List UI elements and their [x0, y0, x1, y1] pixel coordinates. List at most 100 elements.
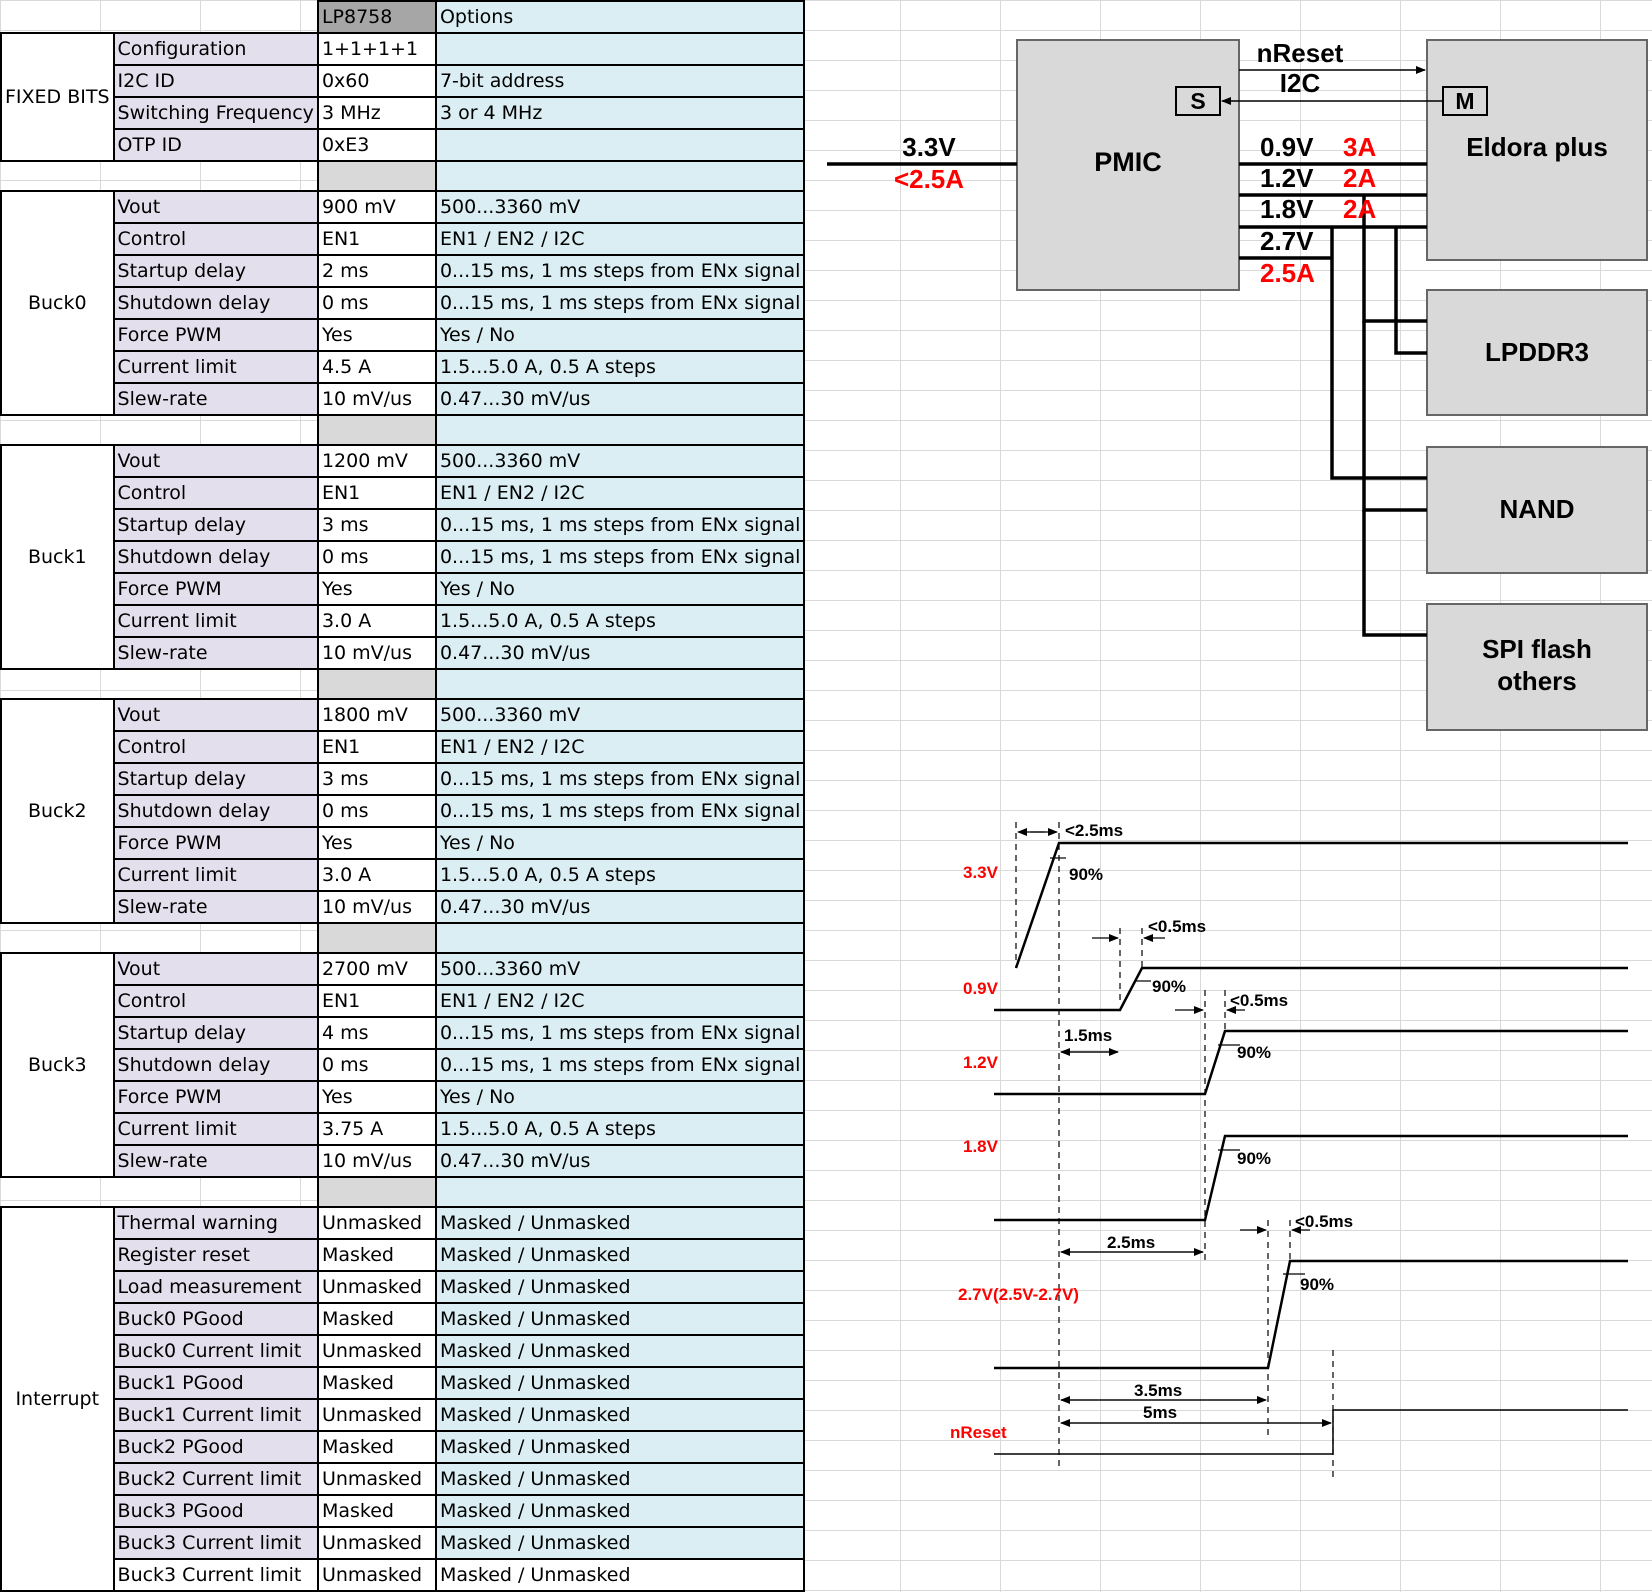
param-value[interactable]: Unmasked: [316, 1526, 437, 1560]
param-label[interactable]: Buck0 PGood: [112, 1302, 319, 1336]
param-label[interactable]: Register reset: [112, 1238, 319, 1272]
param-value[interactable]: Yes: [316, 1080, 437, 1114]
param-options[interactable]: Masked / Unmasked: [434, 1270, 806, 1304]
header-chip[interactable]: LP8758: [316, 0, 437, 34]
param-label[interactable]: Slew-rate: [112, 382, 319, 416]
param-value[interactable]: EN1: [316, 222, 437, 256]
param-options[interactable]: EN1 / EN2 / I2C: [434, 222, 806, 256]
param-label[interactable]: Startup delay: [112, 254, 319, 288]
param-value[interactable]: Unmasked: [316, 1334, 437, 1368]
param-label[interactable]: Startup delay: [112, 762, 319, 796]
param-value[interactable]: EN1: [316, 730, 437, 764]
param-value[interactable]: Masked: [316, 1366, 437, 1400]
param-value[interactable]: 3.75 A: [316, 1112, 437, 1146]
group-label[interactable]: Buck1: [0, 444, 115, 670]
param-label[interactable]: Vout: [112, 444, 319, 478]
param-label[interactable]: Force PWM: [112, 318, 319, 352]
param-label[interactable]: Shutdown delay: [112, 286, 319, 320]
param-options[interactable]: 7-bit address: [434, 64, 806, 98]
group-label[interactable]: FIXED BITS: [0, 32, 115, 162]
param-options[interactable]: 0.47...30 mV/us: [434, 636, 806, 670]
param-label[interactable]: Switching Frequency: [112, 96, 319, 130]
param-value[interactable]: 3.0 A: [316, 604, 437, 638]
param-value[interactable]: Unmasked: [316, 1270, 437, 1304]
param-label[interactable]: Slew-rate: [112, 1144, 319, 1178]
param-options[interactable]: 0.47...30 mV/us: [434, 382, 806, 416]
param-value[interactable]: 1800 mV: [316, 698, 437, 732]
param-options[interactable]: Masked / Unmasked: [434, 1462, 806, 1496]
param-label[interactable]: Current limit: [112, 604, 319, 638]
param-value[interactable]: 2700 mV: [316, 952, 437, 986]
param-options[interactable]: 1.5...5.0 A, 0.5 A steps: [434, 604, 806, 638]
param-label[interactable]: Slew-rate: [112, 636, 319, 670]
param-value[interactable]: EN1: [316, 984, 437, 1018]
param-options[interactable]: Masked / Unmasked: [434, 1558, 806, 1592]
param-label[interactable]: Buck2 PGood: [112, 1430, 319, 1464]
param-options[interactable]: 0...15 ms, 1 ms steps from ENx signal: [434, 286, 806, 320]
param-options[interactable]: 0...15 ms, 1 ms steps from ENx signal: [434, 762, 806, 796]
param-options[interactable]: 0...15 ms, 1 ms steps from ENx signal: [434, 540, 806, 574]
param-value[interactable]: 0x60: [316, 64, 437, 98]
param-options[interactable]: 0...15 ms, 1 ms steps from ENx signal: [434, 254, 806, 288]
param-options[interactable]: 0.47...30 mV/us: [434, 890, 806, 924]
param-options[interactable]: EN1 / EN2 / I2C: [434, 476, 806, 510]
param-label[interactable]: Force PWM: [112, 1080, 319, 1114]
param-value[interactable]: Yes: [316, 826, 437, 860]
param-options[interactable]: Masked / Unmasked: [434, 1302, 806, 1336]
param-options[interactable]: [434, 32, 806, 66]
param-label[interactable]: Vout: [112, 190, 319, 224]
param-value[interactable]: 1200 mV: [316, 444, 437, 478]
param-label[interactable]: Shutdown delay: [112, 794, 319, 828]
param-value[interactable]: Yes: [316, 572, 437, 606]
param-value[interactable]: 1+1+1+1: [316, 32, 437, 66]
group-label[interactable]: Buck3: [0, 952, 115, 1178]
param-value[interactable]: 10 mV/us: [316, 890, 437, 924]
param-options[interactable]: Masked / Unmasked: [434, 1366, 806, 1400]
param-options[interactable]: 0...15 ms, 1 ms steps from ENx signal: [434, 1016, 806, 1050]
param-label[interactable]: Current limit: [112, 858, 319, 892]
param-value[interactable]: 3 ms: [316, 762, 437, 796]
param-label[interactable]: Buck2 Current limit: [112, 1462, 319, 1496]
param-value[interactable]: 0xE3: [316, 128, 437, 162]
param-options[interactable]: Yes / No: [434, 318, 806, 352]
param-options[interactable]: Yes / No: [434, 826, 806, 860]
param-options[interactable]: Masked / Unmasked: [434, 1206, 806, 1240]
param-options[interactable]: 0...15 ms, 1 ms steps from ENx signal: [434, 508, 806, 542]
param-label[interactable]: Force PWM: [112, 572, 319, 606]
param-label[interactable]: Buck1 Current limit: [112, 1398, 319, 1432]
param-options[interactable]: 500...3360 mV: [434, 444, 806, 478]
param-label[interactable]: Shutdown delay: [112, 1048, 319, 1082]
param-value[interactable]: EN1: [316, 476, 437, 510]
param-options[interactable]: Masked / Unmasked: [434, 1238, 806, 1272]
param-options[interactable]: Masked / Unmasked: [434, 1526, 806, 1560]
param-options[interactable]: Masked / Unmasked: [434, 1398, 806, 1432]
param-value[interactable]: Masked: [316, 1238, 437, 1272]
param-options[interactable]: 0...15 ms, 1 ms steps from ENx signal: [434, 1048, 806, 1082]
param-options[interactable]: 1.5...5.0 A, 0.5 A steps: [434, 350, 806, 384]
param-label[interactable]: Control: [112, 984, 319, 1018]
param-options[interactable]: 1.5...5.0 A, 0.5 A steps: [434, 1112, 806, 1146]
param-label[interactable]: Control: [112, 730, 319, 764]
param-label[interactable]: Buck3 Current limit: [112, 1558, 319, 1592]
param-value[interactable]: 4 ms: [316, 1016, 437, 1050]
param-options[interactable]: Masked / Unmasked: [434, 1334, 806, 1368]
param-options[interactable]: Masked / Unmasked: [434, 1430, 806, 1464]
param-options[interactable]: 0...15 ms, 1 ms steps from ENx signal: [434, 794, 806, 828]
group-label[interactable]: Buck0: [0, 190, 115, 416]
param-value[interactable]: Unmasked: [316, 1206, 437, 1240]
param-label[interactable]: Control: [112, 222, 319, 256]
param-label[interactable]: Force PWM: [112, 826, 319, 860]
param-label[interactable]: Current limit: [112, 1112, 319, 1146]
param-label[interactable]: Buck1 PGood: [112, 1366, 319, 1400]
param-options[interactable]: 500...3360 mV: [434, 190, 806, 224]
param-value[interactable]: 3 MHz: [316, 96, 437, 130]
param-label[interactable]: Load measurement: [112, 1270, 319, 1304]
param-label[interactable]: Configuration: [112, 32, 319, 66]
param-label[interactable]: I2C ID: [112, 64, 319, 98]
param-options[interactable]: 3 or 4 MHz: [434, 96, 806, 130]
param-value[interactable]: Unmasked: [316, 1558, 437, 1592]
param-options[interactable]: EN1 / EN2 / I2C: [434, 730, 806, 764]
param-label[interactable]: Slew-rate: [112, 890, 319, 924]
param-label[interactable]: Startup delay: [112, 1016, 319, 1050]
param-label[interactable]: Current limit: [112, 350, 319, 384]
